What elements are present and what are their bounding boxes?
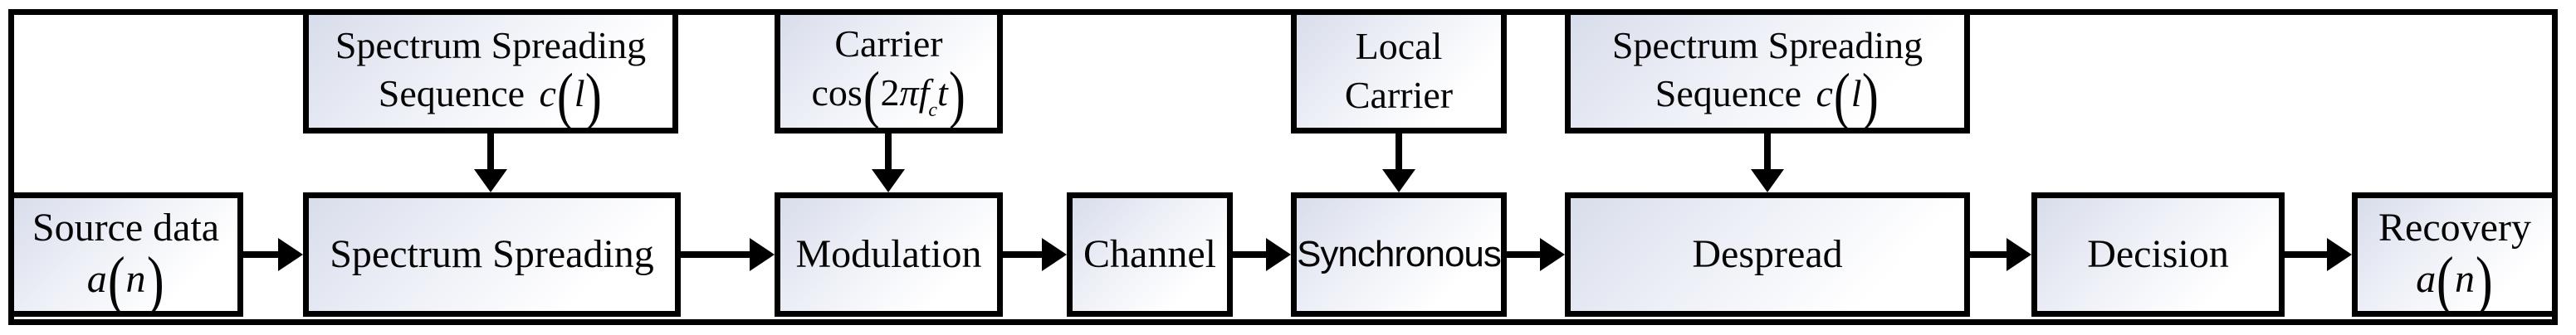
box-spectrum-spreading-sequence-tx: Spectrum Spreading Sequence c(l) <box>303 9 678 134</box>
arrow-shaft <box>1003 251 1045 258</box>
paren-open: ( <box>2437 243 2455 318</box>
arrow-channel-to-synchronous <box>1233 238 1291 271</box>
box-recovery: Recovery a(n) <box>2352 192 2558 317</box>
arrow-shaft <box>2285 251 2330 258</box>
box-carrier: Carrier cos(2πfct) <box>775 9 1003 134</box>
paren-open: ( <box>1833 61 1850 133</box>
paren-open: ( <box>556 61 574 133</box>
math-var-l: l <box>1850 72 1862 115</box>
box-label: Spectrum Spreading <box>330 232 654 277</box>
box-label-formula: a(n) <box>86 247 164 314</box>
arrow-shaft <box>885 134 892 171</box>
box-label: Recovery <box>2378 206 2531 250</box>
arrow-head-down-icon <box>474 169 507 192</box>
math-var-a: a <box>2416 256 2437 301</box>
math-sub-c: c <box>928 99 938 121</box>
arrow-shaft <box>1233 251 1269 258</box>
box-spectrum-spreading: Spectrum Spreading <box>303 192 681 317</box>
arrow-head-down-icon <box>1382 169 1415 192</box>
arrow-despread-to-decision <box>1970 238 2031 271</box>
paren-close: ) <box>146 243 164 318</box>
paren-open: ( <box>107 243 125 318</box>
paren-open: ( <box>863 60 880 131</box>
box-label: Source data <box>32 206 220 250</box>
arrow-sequence-tx-to-spreading <box>474 134 507 192</box>
arrow-head-down-icon <box>872 169 905 192</box>
box-label-formula: cos(2πfct) <box>811 60 965 131</box>
paren-close: ) <box>948 60 965 131</box>
arrow-source-to-spreading <box>243 238 303 271</box>
arrow-decision-to-recovery <box>2285 238 2352 271</box>
arrow-shaft <box>1764 134 1771 171</box>
arrow-head-right-icon <box>1266 238 1291 271</box>
arrow-head-right-icon <box>1042 238 1067 271</box>
box-label: Synchronous <box>1297 233 1502 274</box>
word-sequence: Sequence <box>378 72 525 115</box>
math-var-l: l <box>574 72 585 115</box>
arrow-shaft <box>487 134 494 171</box>
arrow-spreading-to-modulation <box>681 238 775 271</box>
arrow-head-right-icon <box>2007 238 2031 271</box>
box-label: Carrier <box>1344 74 1454 116</box>
math-var-c: c <box>1816 72 1833 115</box>
arrow-shaft <box>1396 134 1402 171</box>
diagram-border <box>8 9 2558 325</box>
box-modulation: Modulation <box>775 192 1003 317</box>
arrow-modulation-to-channel <box>1003 238 1067 271</box>
math-var-pi: π <box>899 70 919 114</box>
box-label: Carrier <box>834 22 943 65</box>
arrow-head-right-icon <box>750 238 775 271</box>
paren-close: ) <box>585 61 603 133</box>
box-label: Local <box>1355 25 1443 68</box>
math-var-t: t <box>937 70 948 114</box>
arrow-head-down-icon <box>1751 169 1784 192</box>
arrow-carrier-to-modulation <box>872 134 905 192</box>
math-var-a: a <box>86 256 107 301</box>
box-label-formula: a(n) <box>2416 247 2493 314</box>
box-despread: Despread <box>1565 192 1970 317</box>
arrow-shaft <box>681 251 753 258</box>
arrow-local-carrier-to-synchronous <box>1382 134 1415 192</box>
math-coef-2: 2 <box>880 70 900 114</box>
word-sequence: Sequence <box>1655 72 1802 115</box>
math-var-n: n <box>2455 256 2475 301</box>
arrow-head-right-icon <box>2327 238 2352 271</box>
paren-close: ) <box>2475 243 2493 318</box>
arrow-head-right-icon <box>278 238 303 271</box>
box-local-carrier: Local Carrier <box>1291 9 1507 134</box>
arrow-shaft <box>1507 251 1543 258</box>
box-label: Modulation <box>795 232 982 277</box>
box-source-data: Source data a(n) <box>8 192 243 317</box>
box-label: Decision <box>2087 232 2229 277</box>
arrow-synchronous-to-despread <box>1507 238 1565 271</box>
box-spectrum-spreading-sequence-rx: Spectrum Spreading Sequence c(l) <box>1565 9 1970 134</box>
box-label: Spectrum Spreading <box>335 23 647 66</box>
math-fn-cos: cos <box>811 70 863 114</box>
box-label: Channel <box>1083 232 1216 277</box>
box-label: Spectrum Spreading <box>1611 23 1923 66</box>
arrow-shaft <box>243 251 281 258</box>
math-var-n: n <box>125 256 146 301</box>
arrow-shaft <box>1970 251 2010 258</box>
arrow-sequence-rx-to-despread <box>1751 134 1784 192</box>
paren-close: ) <box>1862 61 1879 133</box>
arrow-head-right-icon <box>1540 238 1565 271</box>
box-synchronous: Synchronous <box>1291 192 1507 317</box>
math-var-f: f <box>918 70 930 114</box>
math-var-c: c <box>539 72 556 115</box>
box-channel: Channel <box>1067 192 1233 317</box>
box-label: Despread <box>1692 232 1843 277</box>
box-decision: Decision <box>2031 192 2285 317</box>
